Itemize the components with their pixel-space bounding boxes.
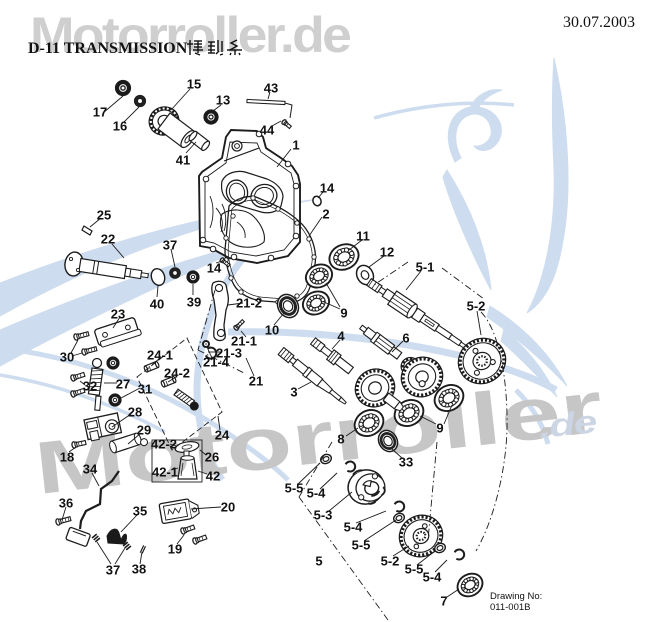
svg-text:6: 6 <box>402 331 409 346</box>
svg-text:41: 41 <box>176 153 190 168</box>
svg-text:24-2: 24-2 <box>164 366 190 381</box>
svg-text:30.07.2003: 30.07.2003 <box>563 14 635 31</box>
svg-text:13: 13 <box>216 93 230 108</box>
svg-text:5-3: 5-3 <box>314 508 333 523</box>
svg-text:8: 8 <box>337 432 344 447</box>
svg-text:4: 4 <box>337 329 345 344</box>
svg-text:14: 14 <box>207 261 222 276</box>
svg-text:.de: .de <box>537 403 598 445</box>
svg-text:23: 23 <box>111 307 125 322</box>
svg-text:31: 31 <box>138 382 152 397</box>
svg-text:D-11 TRANSMISSION: D-11 TRANSMISSION <box>28 40 188 57</box>
svg-text:21-2: 21-2 <box>236 296 262 311</box>
svg-text:Drawing No:: Drawing No: <box>490 591 542 602</box>
svg-text:32: 32 <box>83 379 97 394</box>
svg-text:33: 33 <box>399 455 413 470</box>
svg-text:5-5: 5-5 <box>405 562 424 577</box>
svg-text:5: 5 <box>315 554 322 569</box>
svg-text:7: 7 <box>440 594 447 609</box>
svg-text:9: 9 <box>340 306 347 321</box>
svg-text:5-2: 5-2 <box>381 554 400 569</box>
svg-text:42-2: 42-2 <box>151 437 177 452</box>
svg-text:35: 35 <box>133 504 147 519</box>
svg-text:26: 26 <box>205 450 219 465</box>
svg-text:27: 27 <box>116 377 130 392</box>
svg-text:5-4: 5-4 <box>307 486 327 501</box>
svg-text:5-5: 5-5 <box>352 538 371 553</box>
svg-text:37: 37 <box>163 238 177 253</box>
svg-text:28: 28 <box>128 405 142 420</box>
svg-text:24: 24 <box>215 428 230 443</box>
svg-text:42: 42 <box>206 469 220 484</box>
svg-text:10: 10 <box>265 323 279 338</box>
svg-text:40: 40 <box>150 297 164 312</box>
svg-text:44: 44 <box>260 123 275 138</box>
svg-text:011-001B: 011-001B <box>490 602 531 613</box>
svg-text:42-1: 42-1 <box>152 465 178 480</box>
svg-text:16: 16 <box>113 119 127 134</box>
svg-text:14: 14 <box>320 181 335 196</box>
svg-text:5-4: 5-4 <box>344 520 364 535</box>
svg-text:12: 12 <box>380 245 394 260</box>
svg-text:17: 17 <box>93 105 107 120</box>
svg-text:2: 2 <box>322 207 329 222</box>
svg-text:21-1: 21-1 <box>231 334 257 349</box>
svg-text:34: 34 <box>83 462 98 477</box>
svg-text:5-5: 5-5 <box>285 481 304 496</box>
svg-text:5-4: 5-4 <box>423 570 443 585</box>
svg-text:22: 22 <box>101 232 115 247</box>
svg-text:15: 15 <box>187 77 201 92</box>
svg-text:37: 37 <box>106 563 120 578</box>
svg-text:20: 20 <box>221 500 235 515</box>
svg-text:9: 9 <box>436 421 443 436</box>
svg-text:5-1: 5-1 <box>416 260 435 275</box>
svg-text:21: 21 <box>249 374 263 389</box>
svg-text:11: 11 <box>356 229 370 244</box>
svg-text:18: 18 <box>60 450 74 465</box>
svg-text:29: 29 <box>137 423 151 438</box>
svg-text:1: 1 <box>292 138 299 153</box>
svg-text:19: 19 <box>168 542 182 557</box>
svg-text:3: 3 <box>290 385 297 400</box>
svg-text:25: 25 <box>97 208 111 223</box>
svg-text:36: 36 <box>59 496 73 511</box>
svg-text:39: 39 <box>187 295 201 310</box>
svg-text:Motorroller.de: Motorroller.de <box>30 7 351 63</box>
svg-text:21-4: 21-4 <box>203 355 230 370</box>
svg-text:5-2: 5-2 <box>467 299 486 314</box>
svg-text:21-3: 21-3 <box>216 346 242 361</box>
svg-text:38: 38 <box>132 562 146 577</box>
svg-text:30: 30 <box>60 350 74 365</box>
svg-text:24-1: 24-1 <box>147 348 173 363</box>
svg-text:43: 43 <box>264 81 278 96</box>
